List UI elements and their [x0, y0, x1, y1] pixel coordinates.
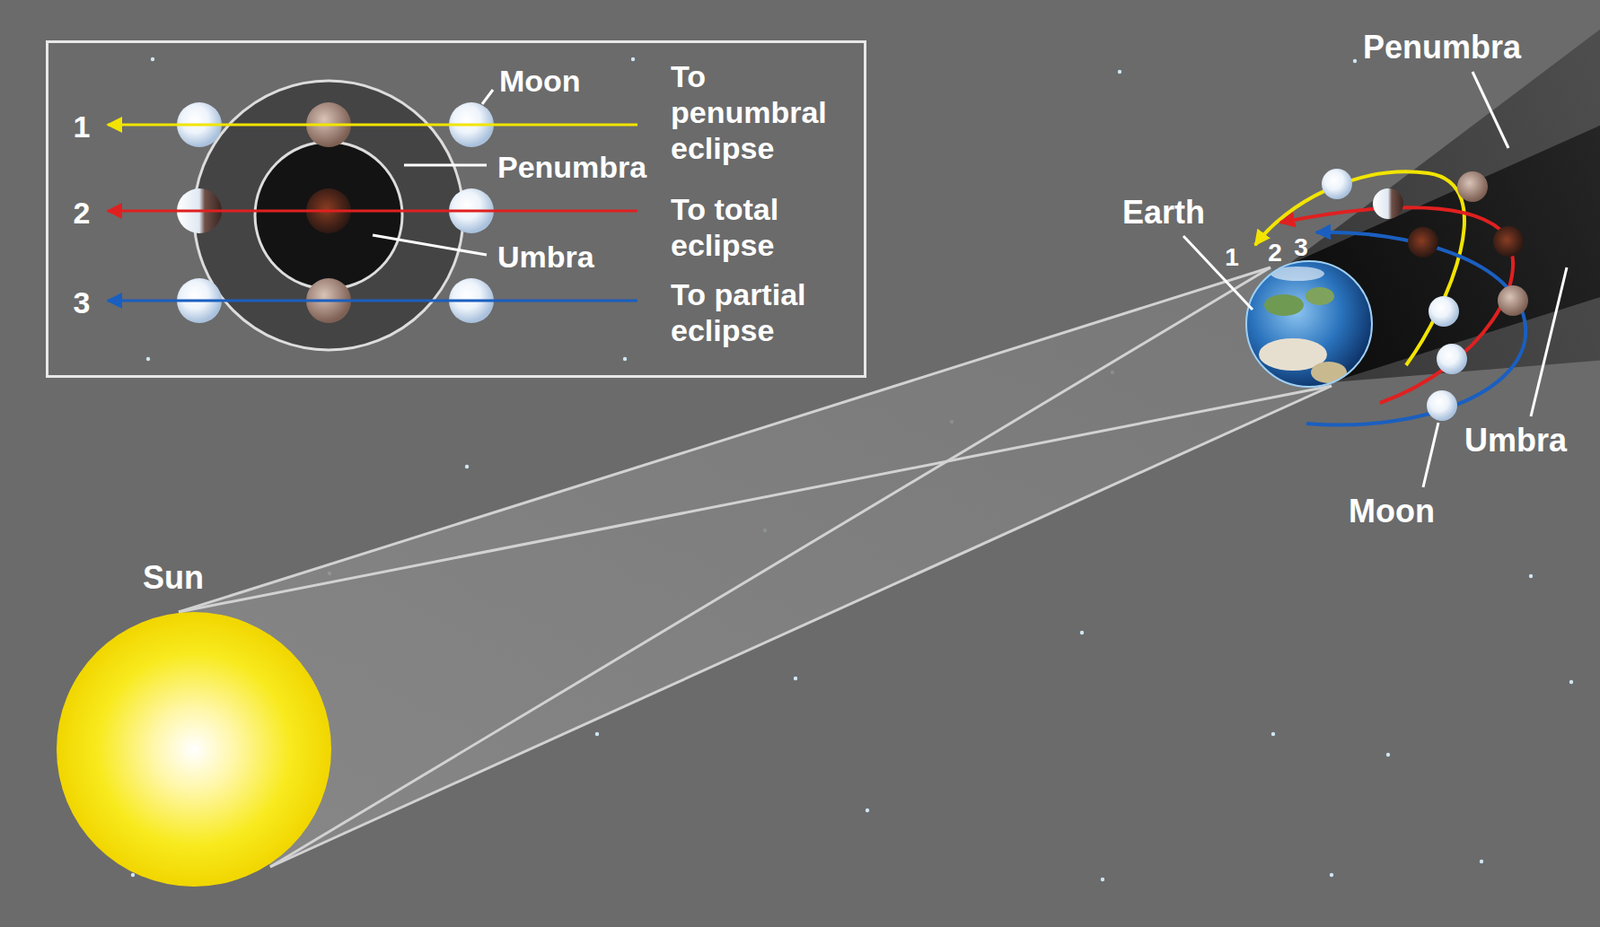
star	[150, 57, 155, 62]
path-label: To penumbral eclipse	[670, 58, 851, 167]
part-label: Sun	[142, 559, 204, 597]
part-label: Moon	[499, 63, 581, 99]
star	[146, 357, 150, 361]
earth-land	[1305, 287, 1335, 306]
star	[1529, 574, 1533, 579]
star	[1569, 680, 1574, 685]
tangent-line	[270, 267, 1271, 868]
moon	[1321, 168, 1353, 200]
callout-number: 1	[73, 109, 91, 145]
earth-ocean	[1246, 261, 1372, 387]
light-cone	[178, 267, 1332, 868]
leader-line	[1183, 236, 1253, 310]
tangent-line	[270, 386, 1332, 868]
part-label: Penumbra	[497, 149, 647, 185]
star	[865, 808, 870, 813]
tangent-lines	[178, 267, 1332, 868]
part-label: Umbra	[1464, 421, 1567, 459]
callout-number: 1	[1224, 243, 1240, 273]
callout-number: 3	[1293, 233, 1309, 263]
moon	[1407, 227, 1439, 258]
star	[1271, 732, 1275, 737]
star	[595, 732, 599, 737]
star	[1117, 70, 1122, 74]
leader-line	[482, 89, 493, 105]
orbit-moons	[1321, 168, 1529, 422]
leader-line	[1472, 71, 1509, 149]
moon	[1457, 171, 1488, 203]
star	[793, 676, 798, 681]
path-arrow	[107, 123, 638, 127]
star	[1080, 631, 1084, 635]
inset-panel: 1 Moon To penumbral eclipsePenumbra 2 To tot…	[45, 40, 867, 379]
moon	[1493, 226, 1524, 257]
path-arrow	[107, 210, 638, 213]
star	[1329, 873, 1334, 878]
moon	[1428, 296, 1460, 327]
inset-illustration	[107, 80, 638, 351]
earth-land	[1264, 294, 1304, 317]
sun-disc	[56, 612, 332, 888]
callout-number: 2	[73, 195, 91, 231]
tangent-line	[178, 386, 1332, 613]
star	[1386, 753, 1390, 757]
orbit-path	[1255, 171, 1465, 366]
penumbra-disc	[193, 80, 464, 351]
star	[1479, 860, 1484, 864]
part-label: Penumbra	[1362, 28, 1521, 66]
orbit-path	[1306, 232, 1526, 426]
part-label: Earth	[1122, 193, 1205, 231]
part-label: Moon	[1348, 492, 1435, 530]
earth-rim	[1246, 261, 1372, 387]
leader-line	[1530, 267, 1567, 417]
leader-line	[372, 235, 487, 255]
moon	[1436, 343, 1468, 375]
path-arrow	[107, 299, 638, 303]
earth-globe	[1246, 261, 1372, 387]
moon-orbits	[1255, 171, 1526, 425]
star	[465, 465, 469, 469]
star	[1353, 59, 1357, 63]
moon	[1497, 285, 1529, 317]
star	[131, 873, 135, 878]
earth-land	[1310, 361, 1347, 384]
callout-number: 2	[1267, 238, 1283, 268]
umbra-disc	[254, 141, 403, 290]
moon	[1372, 188, 1404, 220]
star	[1100, 878, 1105, 882]
part-label: Umbra	[497, 239, 595, 275]
callout-number: 3	[73, 285, 91, 321]
star	[623, 357, 627, 361]
star	[631, 57, 635, 62]
leader-lines	[1183, 71, 1567, 488]
stars	[131, 57, 1574, 882]
moon	[1426, 390, 1458, 422]
path-label: To total eclipse	[670, 191, 851, 264]
leader-line	[1423, 422, 1439, 488]
path-label: To partial eclipse	[670, 276, 851, 349]
leader-line	[404, 164, 487, 168]
